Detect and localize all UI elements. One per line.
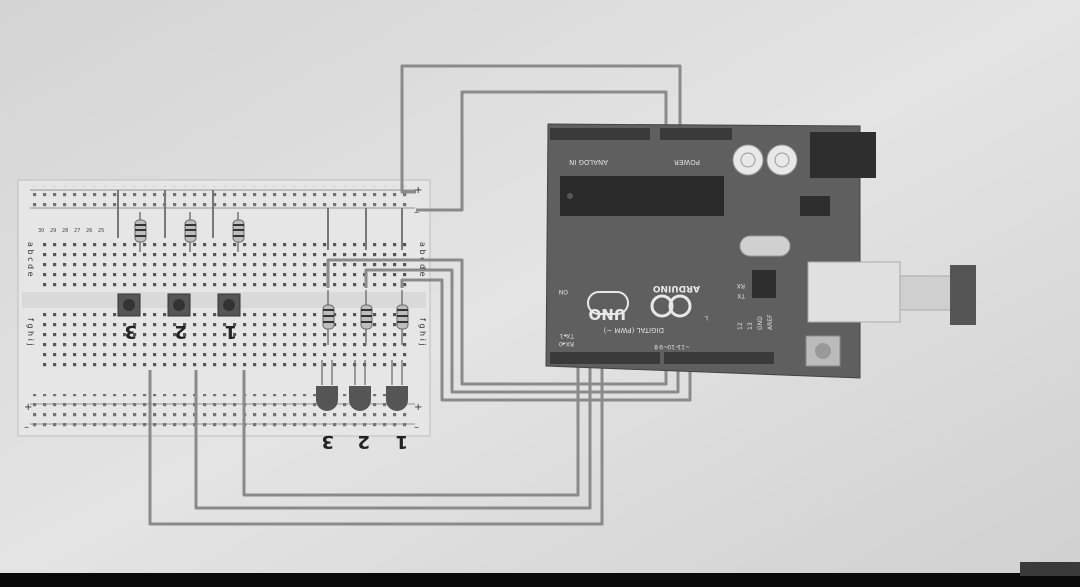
led-label-3: 3	[321, 431, 334, 452]
svg-text:27: 27	[74, 228, 80, 234]
pin-12-label: 12	[737, 322, 744, 330]
rail-minus-br: –	[414, 422, 419, 433]
corner-glyph	[1020, 562, 1080, 576]
bottom-bar	[0, 573, 1080, 587]
pin-11-label: ~11	[677, 343, 690, 350]
power-jack	[810, 132, 876, 178]
rail-minus-bottom: –	[24, 422, 29, 433]
resistor-led-1	[396, 290, 409, 345]
svg-text:26: 26	[86, 228, 92, 234]
led-2	[349, 360, 371, 411]
row-letters-fghij: f g h i j	[26, 318, 35, 346]
rail-plus-top: +	[414, 185, 422, 196]
uno-label: UNO	[589, 305, 627, 323]
wire-button-1	[242, 360, 580, 497]
button-label-2: 2	[174, 321, 187, 342]
wire-led-2	[364, 268, 680, 394]
tx0-label: TX▸1	[559, 332, 575, 339]
wire-button-3	[148, 360, 604, 526]
tx-label: TX	[737, 292, 746, 299]
resistor-led-2	[360, 290, 373, 345]
usb-port	[807, 261, 901, 323]
gnd-label: GND	[757, 316, 764, 330]
pin-8-label: 8	[654, 343, 658, 350]
button-label-1: 1	[224, 321, 237, 342]
resistor-button-2	[184, 212, 197, 252]
wire-5v	[400, 64, 682, 194]
atmega-chip	[560, 176, 724, 216]
push-button-2[interactable]	[167, 293, 191, 317]
led-label-2: 2	[357, 431, 370, 452]
rail-plus-br: +	[414, 402, 422, 413]
analog-in-label: ANALOG IN	[569, 158, 608, 166]
svg-text:30: 30	[38, 228, 44, 234]
led-1	[386, 360, 408, 411]
breadboard: 30 29 28 27 26 25 + – + – + – a b c d e f g …	[17, 179, 431, 452]
usb-cable	[895, 275, 957, 311]
power-label: POWER	[674, 158, 700, 166]
wire-led-1	[400, 278, 692, 402]
arduino-uno-board: UNO ARDUINO ANALOG IN POWER DIGITAL (PWM…	[545, 123, 976, 379]
rx-label: RX	[737, 282, 745, 289]
column-numbers-top: 30 29 28 27 26 25	[38, 228, 104, 234]
button-label-3: 3	[124, 321, 137, 342]
wire-button-2	[194, 360, 592, 510]
aref-label: AREF	[767, 314, 774, 330]
resistor-led-3	[322, 290, 335, 345]
resistor-button-1	[232, 212, 245, 252]
push-button-3[interactable]	[117, 293, 141, 317]
on-label: ON	[559, 288, 568, 295]
digital-label: DIGITAL (PWM ~)	[603, 326, 664, 334]
resistor-button-3	[134, 212, 147, 252]
rail-minus-top: –	[414, 207, 419, 218]
led-3	[316, 360, 338, 411]
svg-text:28: 28	[62, 228, 68, 234]
led-label-1: 1	[395, 431, 408, 452]
wire-led-3	[326, 258, 668, 386]
row-letters-fghij-right: f g h i j	[418, 318, 427, 346]
push-button-1[interactable]	[217, 293, 241, 317]
reset-button[interactable]	[805, 335, 841, 367]
pin-9-label: ~9	[659, 343, 668, 350]
svg-text:29: 29	[50, 228, 56, 234]
arduino-brand: ARDUINO	[652, 283, 700, 293]
row-letters-abcde: a b c d e	[26, 242, 35, 277]
pin-10-label: ~10	[667, 343, 680, 350]
rx0-label: RX◂0	[559, 340, 574, 347]
arduino-logo	[650, 294, 692, 318]
pin-13-label: 13	[747, 322, 754, 330]
l-label: L	[704, 314, 708, 321]
rail-plus-bottom: +	[24, 402, 32, 413]
wires	[148, 64, 692, 526]
wire-gnd	[416, 90, 668, 212]
svg-text:25: 25	[98, 228, 104, 234]
